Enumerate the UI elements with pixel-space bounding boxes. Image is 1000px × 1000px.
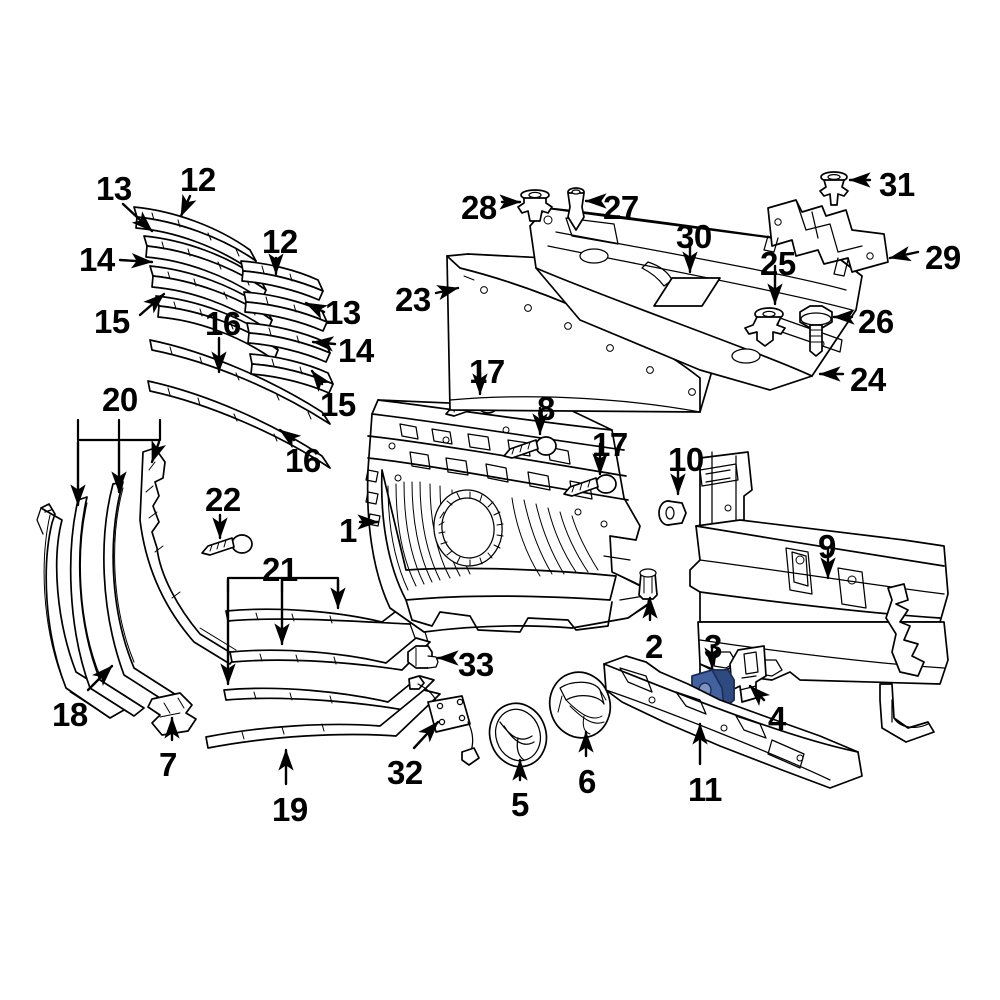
seal-patch-30 [653, 277, 721, 307]
lower-support-beam-11 [603, 655, 863, 789]
callout-label-27[interactable]: 27 [603, 189, 639, 226]
clip-31 [819, 171, 849, 206]
molding-21-c [223, 675, 435, 711]
grille-molding-upper [149, 339, 331, 425]
lower-grille-molding-19 [205, 689, 441, 749]
callout-label-7[interactable]: 7 [159, 746, 177, 783]
callout-label-11[interactable]: 11 [688, 771, 722, 808]
molding-21-b [229, 637, 431, 671]
callout-label-31[interactable]: 31 [879, 166, 915, 203]
grille-molding-lower [147, 380, 331, 469]
pin-clip-27 [567, 187, 585, 231]
callout-label-3[interactable]: 3 [704, 628, 722, 665]
callout-label-6[interactable]: 6 [578, 763, 596, 800]
flange-bolt-26 [799, 305, 833, 357]
lower-molding-outer [36, 503, 125, 719]
callout-label-14a[interactable]: 14 [79, 241, 115, 278]
screw-17-b [563, 474, 617, 497]
callout-label-9[interactable]: 9 [818, 528, 836, 565]
callout-label-15b[interactable]: 15 [320, 386, 356, 423]
push-pin-clip-28 [517, 189, 553, 222]
callout-label-28[interactable]: 28 [461, 189, 497, 226]
parking-sensor-33 [407, 645, 439, 669]
callout-label-21[interactable]: 21 [262, 551, 298, 588]
callout-label-22[interactable]: 22 [205, 481, 241, 518]
grille-slat-mid-2 [243, 291, 328, 332]
callout-label-12a[interactable]: 12 [180, 161, 216, 198]
callout-label-25[interactable]: 25 [760, 245, 796, 282]
screw-8 [503, 436, 557, 459]
grommet-2 [638, 568, 658, 600]
callout-label-5[interactable]: 5 [511, 786, 529, 823]
callout-label-17b[interactable]: 17 [592, 426, 628, 463]
molding-20-a [69, 496, 145, 717]
grille-slat-mid-3 [246, 322, 331, 363]
grille-slat-mid-group [240, 260, 334, 394]
grille-slat-left-group [133, 206, 331, 469]
callout-label-2[interactable]: 2 [645, 628, 663, 665]
callout-label-26[interactable]: 26 [858, 303, 894, 340]
retainer-clip-7 [147, 692, 197, 736]
callout-label-23[interactable]: 23 [395, 281, 431, 318]
bumper-clip-10 [658, 500, 687, 526]
emblem-base-6 [548, 671, 612, 739]
molding-group-left [36, 447, 237, 719]
grille-assembly-1 [365, 399, 651, 633]
callout-label-16b[interactable]: 16 [285, 442, 321, 479]
callout-label-19[interactable]: 19 [272, 791, 308, 828]
callout-label-15a[interactable]: 15 [94, 303, 130, 340]
molding-group-lower [205, 595, 441, 749]
callout-label-10[interactable]: 10 [668, 441, 704, 478]
callout-label-30[interactable]: 30 [676, 218, 712, 255]
callout-label-4[interactable]: 4 [768, 700, 786, 737]
sensor-harness-bracket-32 [408, 675, 480, 766]
clip-25 [744, 307, 786, 347]
callout-label-17a[interactable]: 17 [469, 353, 505, 390]
callout-label-33[interactable]: 33 [458, 646, 494, 683]
bumper-reinforcement-9 [689, 451, 949, 743]
callout-label-12b[interactable]: 12 [262, 223, 298, 260]
callout-label-1[interactable]: 1 [339, 512, 357, 549]
callout-label-18[interactable]: 18 [52, 696, 88, 733]
callout-label-32[interactable]: 32 [387, 754, 423, 791]
callout-label-24[interactable]: 24 [850, 361, 886, 398]
callout-label-13a[interactable]: 13 [96, 170, 132, 207]
callout-label-16a[interactable]: 16 [205, 305, 241, 342]
callout-label-13b[interactable]: 13 [325, 294, 361, 331]
callout-label-8[interactable]: 8 [537, 390, 555, 427]
molding-20-c [139, 447, 237, 665]
callout-label-20[interactable]: 20 [102, 381, 138, 418]
callout-pointers [70, 172, 920, 786]
bracket-4 [729, 645, 767, 703]
tapping-screw-22 [201, 534, 253, 556]
callout-label-14b[interactable]: 14 [338, 332, 374, 369]
callout-label-29[interactable]: 29 [925, 239, 961, 276]
mazda-emblem-5 [488, 702, 548, 768]
bracket-29 [763, 199, 889, 277]
